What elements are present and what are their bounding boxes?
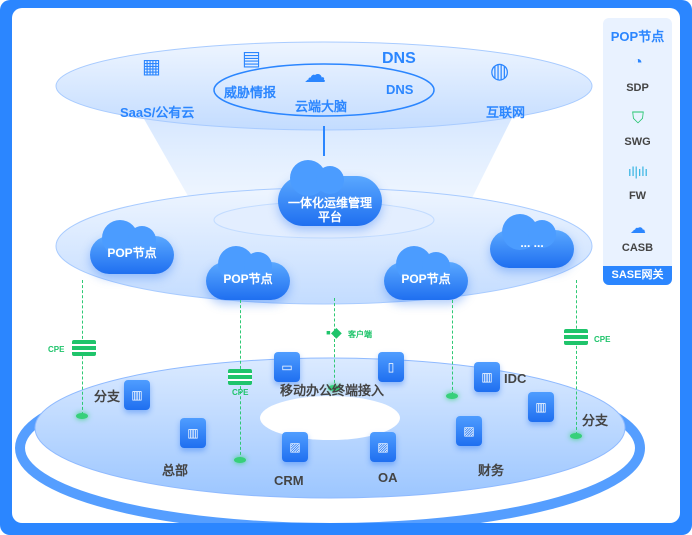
pop-node-label: POP节点 — [401, 272, 451, 286]
hq-building-icon: ▥ — [180, 418, 206, 448]
legend-swg: SWG — [624, 136, 651, 148]
pop-node-cloud — [90, 220, 174, 274]
pop-legend-panel: POP节点 ◔ SDP ⛉ SWG ıl|ılı FW ☁ CASB SASE网… — [603, 18, 672, 285]
pop-node-label: POP节点 — [107, 246, 157, 260]
diagram-panel: ▦ SaaS/公有云 ▤ 威胁情报 ☁ 云端大脑 DNS DNS ◍ 互联网 一… — [12, 8, 680, 523]
pop-node-cloud — [384, 246, 468, 300]
cpe-label: CPE — [594, 335, 611, 344]
crm-label: CRM — [274, 473, 304, 488]
platform-line1: 一体化运维管理 — [287, 196, 372, 210]
finance-chart-icon: ▨ — [456, 416, 482, 446]
platform-line2: 平台 — [317, 210, 342, 224]
hq-label: 总部 — [162, 463, 189, 478]
apps-icon: ▦ — [142, 56, 161, 78]
pop-node-cloud — [206, 246, 290, 300]
cloud-brain-label: 云端大脑 — [295, 99, 348, 114]
legend-casb: CASB — [621, 242, 654, 254]
oa-label: OA — [378, 470, 398, 485]
client-label: 客户端 — [348, 330, 372, 339]
casb-cloud-icon: ☁ — [630, 220, 646, 237]
internet-label: 互联网 — [486, 105, 526, 120]
sdp-icon: ◔ — [633, 54, 643, 71]
diagram-background — [15, 41, 645, 523]
swg-shield-icon: ⛉ — [631, 110, 644, 127]
cpe-server-icon — [564, 329, 588, 345]
more-nodes-label: ... ... — [520, 236, 544, 250]
cpe-label: CPE — [48, 345, 65, 354]
cpe-server-icon — [228, 369, 252, 385]
cpe-label: CPE — [232, 388, 249, 397]
firewall-icon: ıl|ılı — [628, 164, 648, 179]
globe-icon: ◍ — [490, 58, 510, 83]
oa-chart-icon: ▨ — [370, 432, 396, 462]
idc-label: IDC — [504, 371, 527, 386]
legend-fw: FW — [628, 190, 647, 202]
platform-cloud — [278, 160, 382, 226]
cpe-server-icon — [72, 340, 96, 356]
branch-left-label: 分支 — [94, 389, 121, 404]
legend-title: POP节点 — [610, 29, 665, 44]
dns-icon: DNS — [382, 50, 416, 67]
branch-building-icon: ▥ — [124, 380, 150, 410]
branch-building-icon: ▥ — [528, 392, 554, 422]
brain-icon: ☁ — [304, 62, 326, 87]
pop-node-label: POP节点 — [223, 272, 273, 286]
dns-label: DNS — [386, 82, 414, 97]
saas-label: SaaS/公有云 — [120, 105, 195, 120]
mobile-icon: ▯ — [378, 352, 404, 382]
mobile-access-label: 移动办公终端接入 — [280, 383, 385, 398]
legend-sdp: SDP — [626, 82, 649, 94]
more-nodes-cloud — [490, 214, 574, 268]
idc-icon: ▥ — [474, 362, 500, 392]
threat-report-icon: ▤ — [242, 48, 261, 70]
client-icon: ▪◆ — [326, 324, 342, 340]
threat-intel-label: 威胁情报 — [224, 85, 277, 100]
branch-right-label: 分支 — [582, 413, 609, 428]
legend-footer: SASE网关 — [603, 266, 672, 285]
finance-label: 财务 — [478, 463, 505, 478]
crm-chart-icon: ▨ — [282, 432, 308, 462]
laptop-icon: ▭ — [274, 352, 300, 382]
